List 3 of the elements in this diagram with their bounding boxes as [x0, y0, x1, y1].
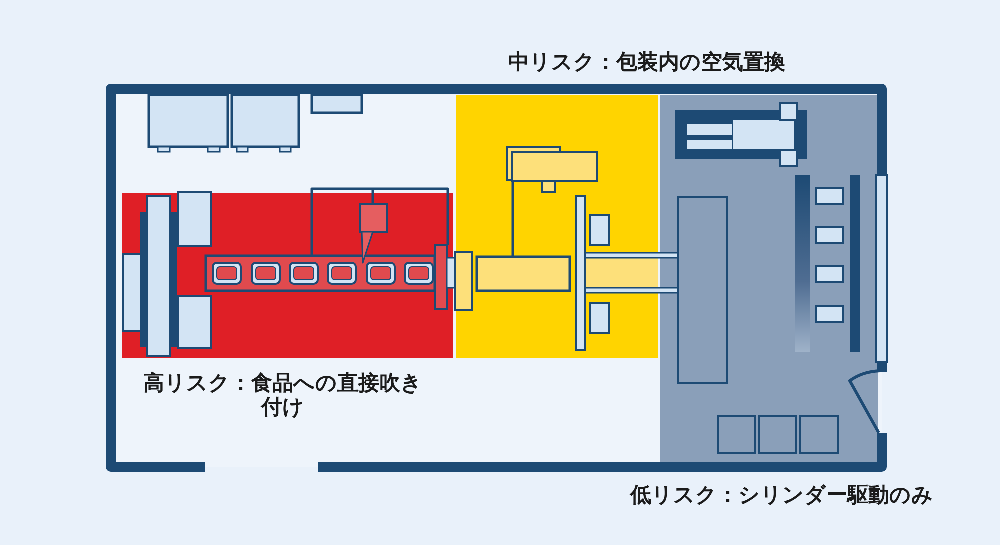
risk-label: 高リスク：食品への直接吹き付け — [142, 371, 424, 419]
risk-label: 低リスク：シリンダー駆動のみ — [628, 483, 934, 507]
risk-label: 中リスク：包装内の空気置換 — [508, 50, 786, 74]
